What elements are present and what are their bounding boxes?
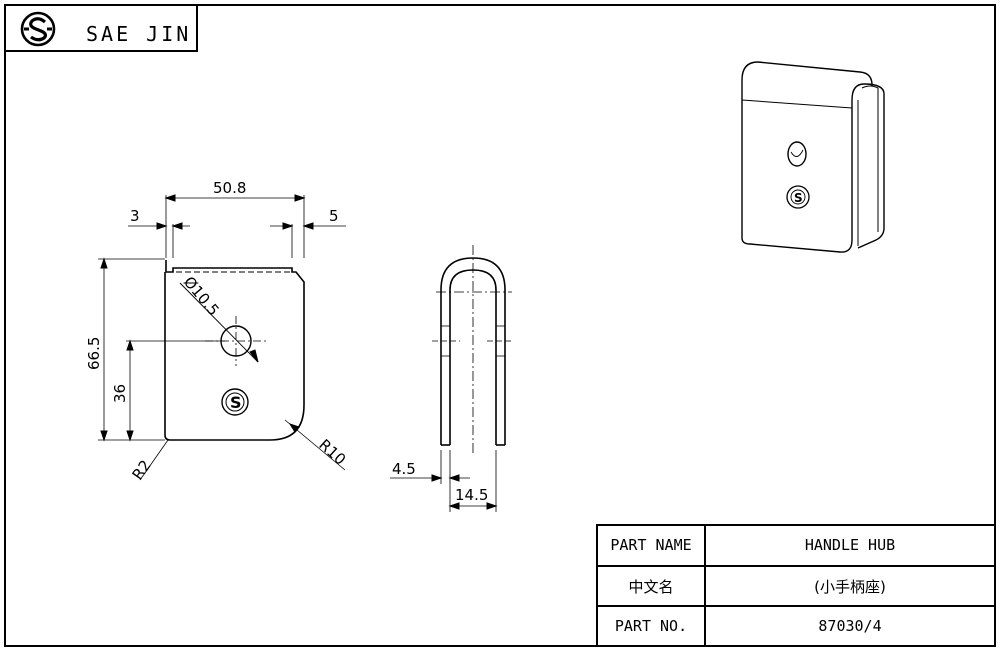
dim-right-offset: 5	[329, 207, 339, 225]
chinese-name-label: 中文名	[628, 577, 674, 596]
svg-text:S: S	[794, 191, 803, 205]
title-row-part-no: PART NO. 87030/4	[597, 606, 995, 646]
part-no-value: 87030/4	[818, 617, 882, 635]
dim-thickness: 4.5	[392, 460, 416, 478]
dim-hole-height: 36	[111, 384, 129, 403]
dim-side-width: 14.5	[455, 486, 488, 504]
title-row-chinese-name: 中文名 (小手柄座)	[597, 566, 995, 606]
side-view	[390, 245, 514, 512]
part-name-label: PART NAME	[610, 536, 692, 554]
dim-left-offset: 3	[130, 207, 140, 225]
dim-corner-small: R2	[129, 457, 155, 484]
plate-outline	[164, 260, 305, 441]
sae-jin-logo-icon	[20, 11, 56, 47]
dim-height: 66.5	[85, 337, 103, 370]
iso-logo-icon: S	[786, 185, 810, 209]
company-name: SAE JIN	[86, 22, 192, 46]
r2-leader	[139, 439, 169, 481]
chinese-name-value: (小手柄座)	[814, 577, 886, 596]
dim-overall-width: 50.8	[213, 179, 246, 197]
title-row-part-name: PART NAME HANDLE HUB	[597, 525, 995, 565]
title-block: PART NAME HANDLE HUB 中文名 (小手柄座) PART NO.…	[597, 525, 995, 646]
diameter-arrow	[249, 349, 259, 363]
front-view: S	[98, 194, 346, 481]
svg-text:S: S	[230, 393, 242, 412]
part-name-value: HANDLE HUB	[804, 536, 896, 554]
title-block-grid	[596, 524, 996, 647]
dim-corner-large: R10	[315, 436, 349, 469]
plate-logo-icon: S	[221, 388, 249, 416]
iso-hole	[787, 141, 807, 167]
sheet-border	[4, 4, 996, 647]
company-logo-box: SAE JIN	[6, 6, 198, 52]
diameter-leader	[179, 282, 259, 363]
part-no-label: PART NO.	[614, 617, 688, 635]
dim-hole-diameter: Ø10.5	[180, 273, 223, 319]
isometric-view: S	[741, 61, 885, 253]
